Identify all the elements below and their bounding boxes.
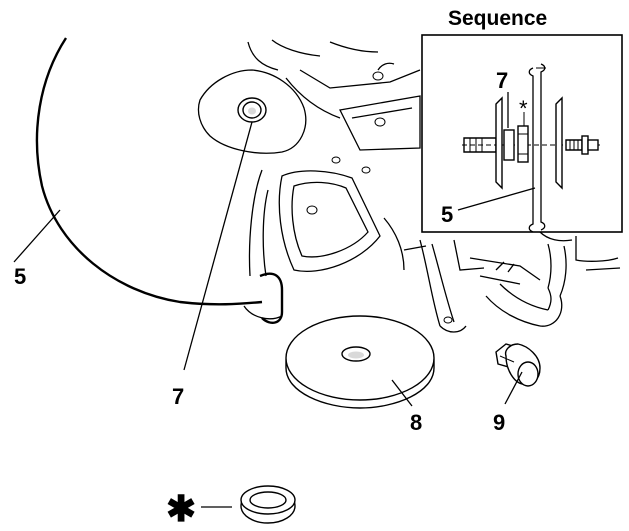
inset-nut	[503, 129, 515, 161]
spacer-ring	[201, 485, 296, 524]
asterisk-symbol: ✱	[166, 488, 196, 529]
inset-asterisk: *	[519, 96, 528, 121]
inset-spacer	[517, 125, 529, 163]
callout-blade: 5	[14, 264, 26, 289]
sequence-inset: Sequence 7 * 5	[421, 7, 623, 233]
callout-bolt: 9	[493, 410, 505, 435]
blade-illustration	[35, 37, 307, 306]
callout-leader-lines	[13, 121, 523, 407]
callout-washer: 8	[410, 410, 422, 435]
inset-callout-blade: 5	[441, 202, 453, 227]
blade-washer	[285, 315, 435, 409]
spindle-nut	[237, 97, 267, 123]
inset-title: Sequence	[448, 7, 547, 30]
inset-callout-nut: 7	[496, 68, 508, 93]
spindle-housing-illustration	[243, 39, 621, 333]
blade-bolt	[495, 343, 541, 387]
callout-nut: 7	[172, 384, 184, 409]
